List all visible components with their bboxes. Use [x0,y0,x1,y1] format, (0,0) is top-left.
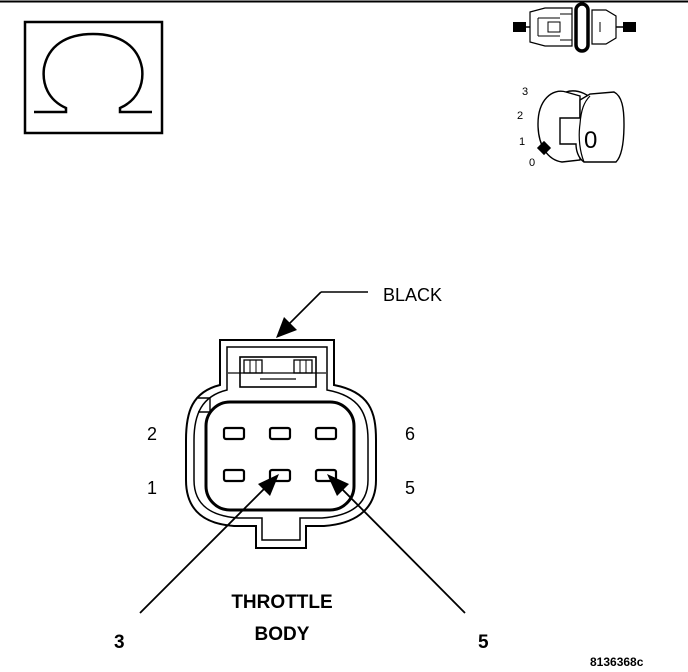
pin-label-bottom-left: 1 [147,478,157,498]
ohm-symbol-icon [23,20,164,135]
selector-scale-0: 0 [529,157,535,169]
probe-leader-right [327,474,466,614]
ignition-switch-icon: 3 2 1 0 0 [517,86,625,169]
pin-cavity-1 [222,468,246,483]
probe-label-right: 5 [478,632,489,653]
pin-label-bottom-right: 5 [405,478,415,498]
throttle-body-connector [185,339,377,549]
selector-scale-2: 2 [517,110,523,122]
connector-disconnected-icon [513,2,636,53]
connector-name-line1: THROTTLE [231,592,332,613]
pin-cavity-4 [268,426,292,441]
probe-leader-left [139,474,279,614]
pin-cavity-6 [314,426,338,441]
pin-cavity-2 [222,426,246,441]
color-callout [276,291,368,338]
selector-scale-3: 3 [522,86,528,98]
pin-label-top-right: 6 [405,424,415,444]
connector-name-line2: BODY [255,624,310,645]
probe-label-left: 3 [114,632,125,653]
pin-label-top-left: 2 [147,424,157,444]
figure-code: 8136368c [590,655,644,669]
selector-scale-1: 1 [519,136,525,148]
connector-color-label: BLACK [383,285,442,305]
selector-knob-value: 0 [584,127,597,154]
